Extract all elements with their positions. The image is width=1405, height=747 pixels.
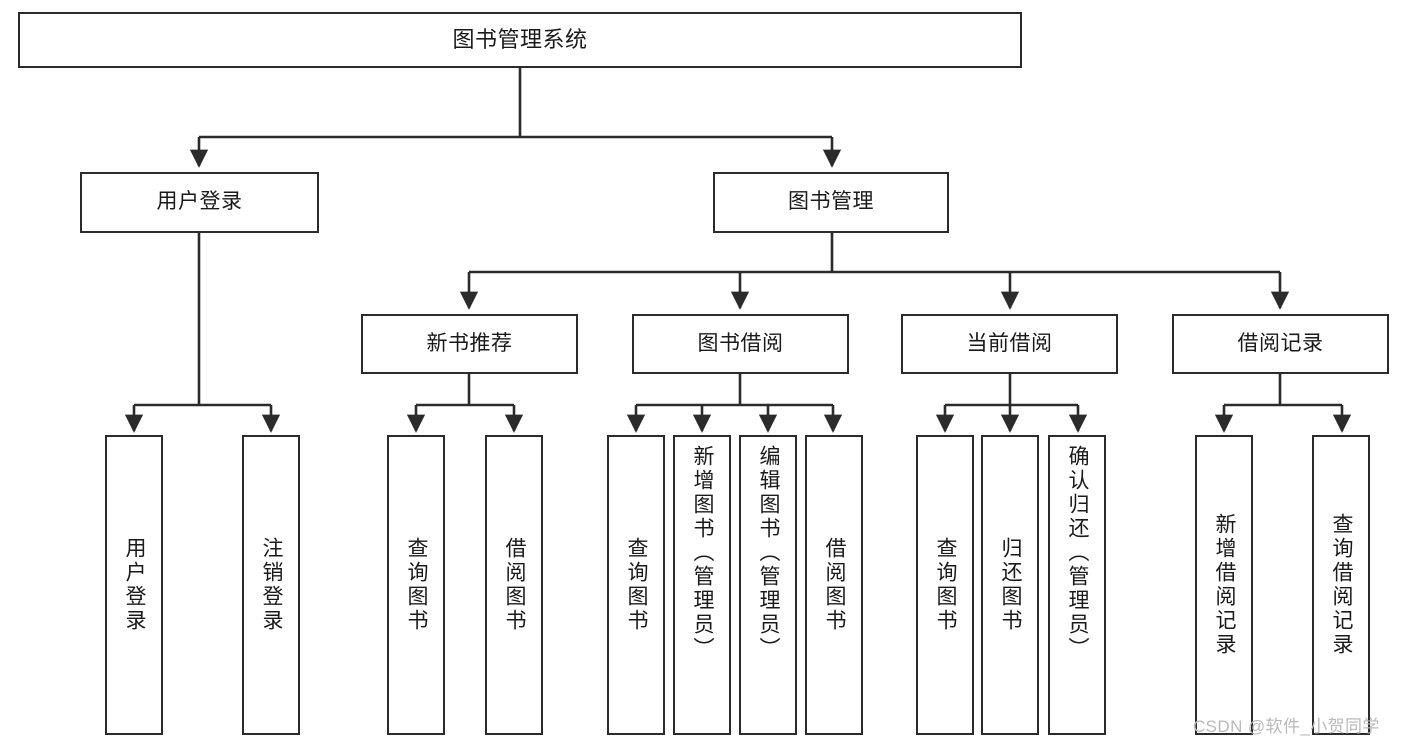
node-label: 借阅记录: [1237, 331, 1324, 355]
node-label: 新增图书（管理员）: [691, 445, 715, 661]
node-label: 查询借阅记录: [1330, 513, 1354, 657]
node-label: 查询图书: [405, 537, 429, 633]
node-label: 编辑图书（管理员）: [757, 445, 781, 661]
node-leaf-query-book-current[interactable]: 查询图书: [916, 435, 974, 735]
node-label: 图书借阅: [697, 331, 784, 355]
node-leaf-query-book-recommend[interactable]: 查询图书: [387, 435, 445, 735]
node-leaf-add-borrow-record[interactable]: 新增借阅记录: [1195, 435, 1253, 735]
node-leaf-confirm-return-admin[interactable]: 确认归还（管理员）: [1048, 435, 1106, 735]
node-label: 用户登录: [123, 537, 147, 633]
node-root-book-management-system[interactable]: 图书管理系统: [18, 12, 1022, 68]
node-current-borrow[interactable]: 当前借阅: [901, 314, 1118, 374]
node-label: 新书推荐: [426, 331, 513, 355]
node-label: 当前借阅: [966, 331, 1053, 355]
node-label: 图书管理系统: [452, 27, 588, 53]
node-user-login[interactable]: 用户登录: [80, 172, 319, 233]
watermark-text: CSDN @软件_小贺同学: [1193, 717, 1380, 736]
node-leaf-query-borrow-record[interactable]: 查询借阅记录: [1312, 435, 1370, 735]
node-leaf-logout[interactable]: 注销登录: [242, 435, 300, 735]
node-label: 借阅图书: [503, 537, 527, 633]
node-borrow-record[interactable]: 借阅记录: [1172, 314, 1389, 374]
node-book-management[interactable]: 图书管理: [713, 172, 949, 233]
node-label: 查询图书: [625, 537, 649, 633]
node-label: 图书管理: [788, 190, 874, 214]
node-leaf-add-book-admin[interactable]: 新增图书（管理员）: [673, 435, 731, 735]
node-label: 归还图书: [999, 537, 1023, 633]
node-leaf-user-login[interactable]: 用户登录: [105, 435, 163, 735]
node-label: 借阅图书: [823, 537, 847, 633]
node-leaf-borrow-book-recommend[interactable]: 借阅图书: [485, 435, 543, 735]
node-leaf-borrow-book[interactable]: 借阅图书: [805, 435, 863, 735]
node-label: 确认归还（管理员）: [1066, 445, 1090, 661]
node-label: 注销登录: [260, 537, 284, 633]
node-label: 新增借阅记录: [1213, 513, 1237, 657]
node-label: 用户登录: [156, 190, 243, 214]
node-new-book-recommend[interactable]: 新书推荐: [361, 314, 578, 374]
node-leaf-query-book-borrow[interactable]: 查询图书: [607, 435, 665, 735]
node-leaf-edit-book-admin[interactable]: 编辑图书（管理员）: [739, 435, 797, 735]
node-book-borrow[interactable]: 图书借阅: [632, 314, 849, 374]
node-label: 查询图书: [934, 537, 958, 633]
node-leaf-return-book[interactable]: 归还图书: [981, 435, 1039, 735]
